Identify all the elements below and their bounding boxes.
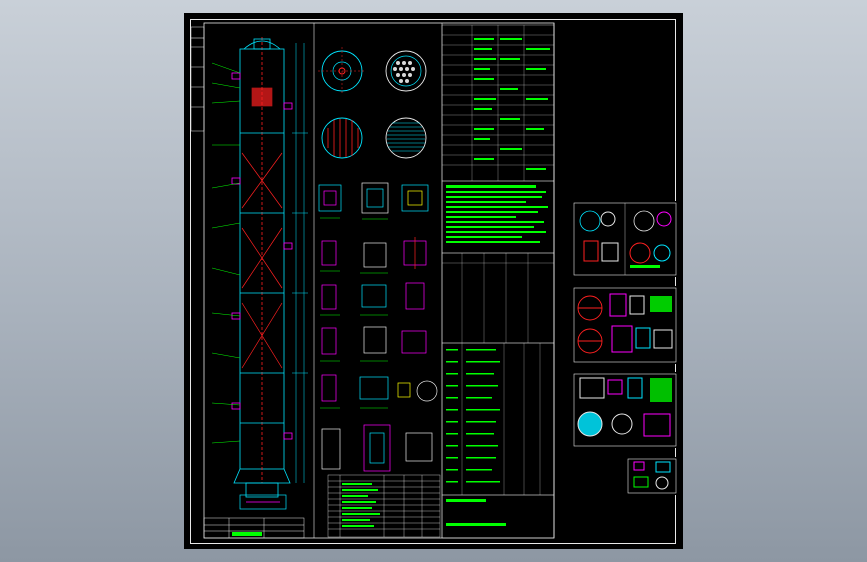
detail-sheet-1-canvas: [573, 202, 677, 276]
column-elevation: [233, 37, 291, 498]
sheet-border: [190, 19, 676, 544]
detail-sheet-4[interactable]: detail-sheet-4: [626, 457, 678, 495]
detail-views: [318, 182, 438, 472]
detail-sheet-4-canvas: [627, 458, 677, 494]
parts-list-bottom: [327, 474, 441, 538]
main-drawing-sheet[interactable]: main-assembly-drawing: [184, 13, 683, 549]
detail-sheet-3[interactable]: detail-sheet-3: [572, 372, 678, 448]
plan-views: [318, 47, 427, 159]
detail-sheet-1[interactable]: detail-sheet-1: [572, 201, 678, 277]
detail-sheet-3-canvas: [573, 373, 677, 447]
detail-sheet-2-canvas: [573, 287, 677, 363]
detail-sheet-2[interactable]: detail-sheet-2: [572, 286, 678, 364]
drawing-canvas: [190, 22, 555, 539]
